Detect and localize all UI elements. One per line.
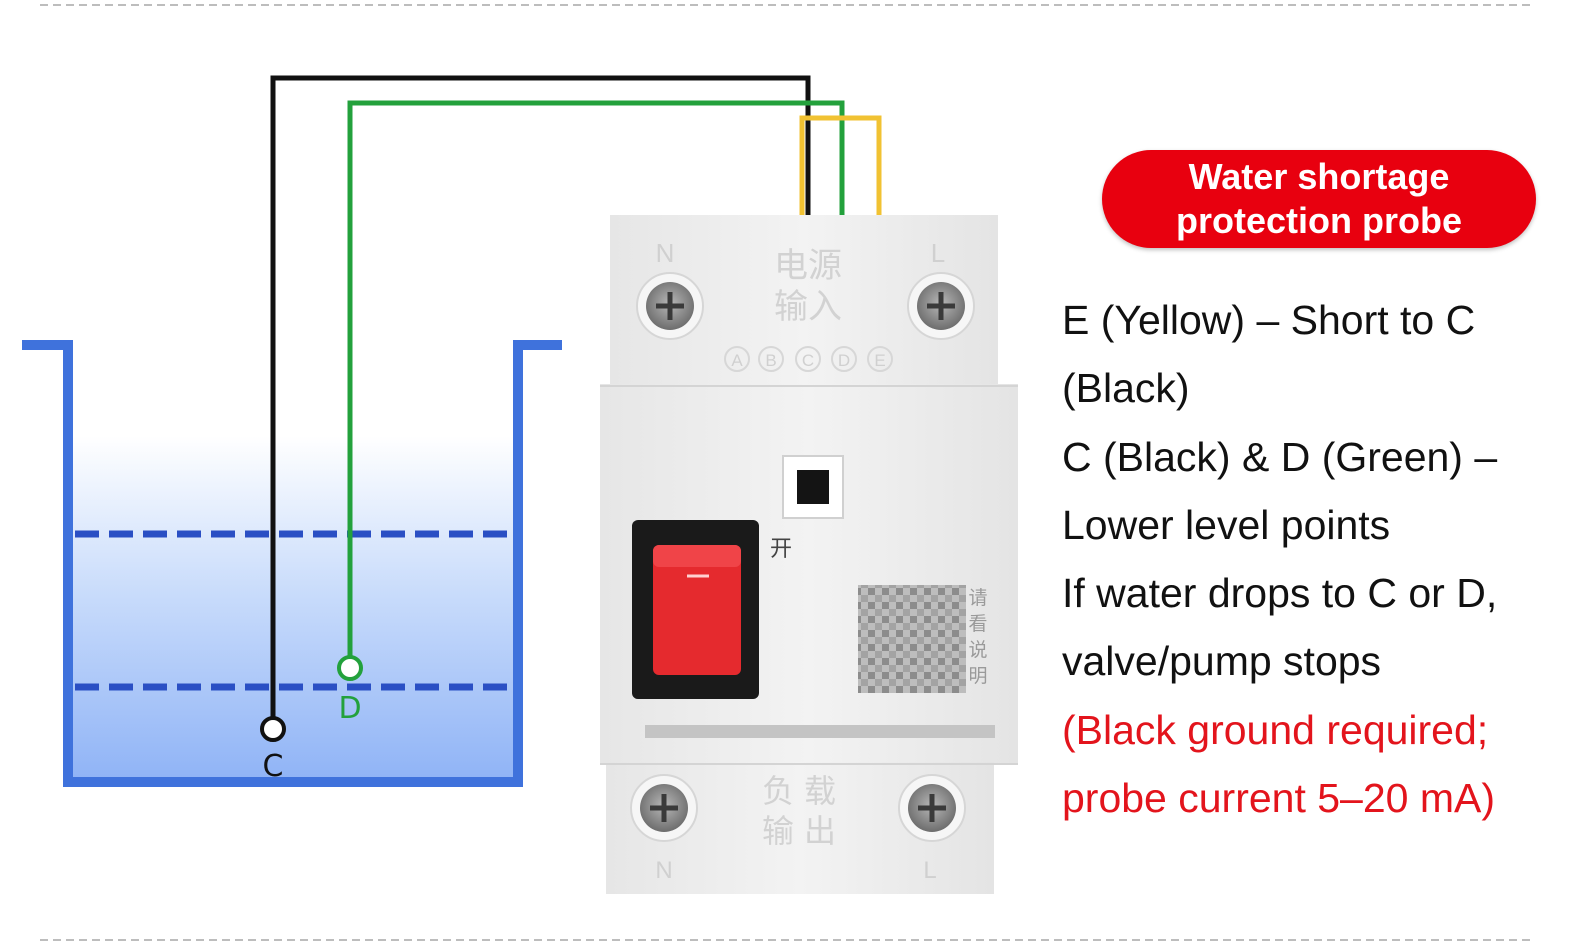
description-block: E (Yellow) – Short to C (Black) C (Black…	[1062, 286, 1572, 832]
side-text-2: 看	[968, 613, 987, 635]
badge-line-1: Water shortage	[1188, 156, 1450, 197]
tank-wall	[22, 340, 562, 787]
terminal-row: A B C D E	[724, 346, 893, 372]
black-wire	[270, 75, 811, 718]
bottom-left-label: N	[655, 857, 672, 884]
qr-code	[858, 585, 966, 693]
probe-d-label: D	[338, 691, 361, 726]
bottom-text-4: 出	[804, 812, 836, 850]
bottom-right-label: L	[923, 857, 936, 884]
description-line: Lower level points	[1062, 501, 1391, 548]
bottom-text-3: 输	[762, 812, 794, 850]
top-left-label: N	[656, 238, 675, 268]
screw-bottom-left	[630, 774, 698, 842]
terminal-a: A	[731, 351, 743, 370]
screw-top-right	[907, 272, 975, 340]
badge-line-2: protection probe	[1176, 200, 1462, 241]
requirement-note-line: (Black ground required;	[1062, 706, 1489, 753]
bottom-text-1: 负	[762, 772, 794, 810]
terminal-c: C	[802, 351, 814, 370]
probe-c-tip	[260, 716, 286, 742]
terminal-d: D	[838, 351, 850, 370]
description-line: If water drops to C or D,	[1062, 570, 1498, 617]
probe-c-label: C	[263, 749, 284, 784]
screw-top-left	[636, 272, 704, 340]
top-text-2: 输入	[774, 287, 842, 327]
description-line: C (Black) & D (Green) –	[1062, 433, 1498, 480]
device-stripe	[645, 725, 995, 738]
terminal-e: E	[874, 351, 885, 370]
water-tank	[22, 340, 562, 787]
side-text-1: 请	[968, 587, 987, 609]
probe-title-badge: Water shortage protection probe	[1102, 150, 1536, 248]
side-text-3: 说	[968, 639, 987, 661]
top-text-1: 电源	[774, 246, 842, 286]
controller-device: N L 电源 输入 A B C D E	[600, 215, 1018, 894]
description-line: (Black)	[1062, 365, 1190, 412]
description-line: valve/pump stops	[1062, 638, 1382, 685]
description-line: E (Yellow) – Short to C	[1062, 297, 1476, 343]
bottom-text-2: 载	[804, 772, 836, 810]
screw-bottom-right	[898, 774, 966, 842]
terminal-b: B	[765, 351, 776, 370]
rocker-switch[interactable]	[632, 520, 759, 699]
top-right-label: L	[931, 238, 945, 268]
switch-on-label: 开	[770, 537, 792, 562]
side-text-4: 明	[968, 665, 987, 687]
probe-d-tip	[337, 655, 363, 681]
water-body	[68, 436, 518, 782]
indicator-light	[797, 470, 829, 504]
requirement-note-line: probe current 5–20 mA)	[1062, 775, 1496, 822]
